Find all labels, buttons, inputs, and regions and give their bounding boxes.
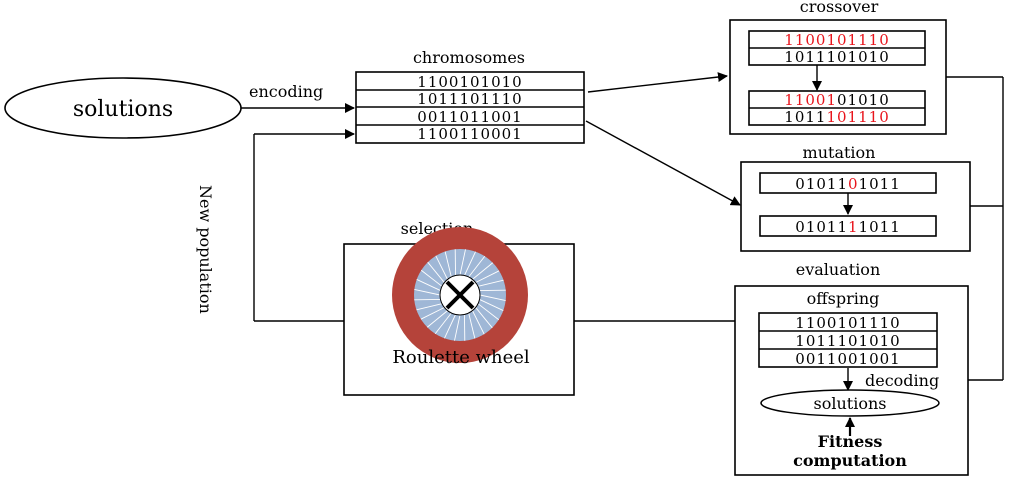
evaluation-solutions-label: solutions xyxy=(814,394,887,413)
offspring-row: 1100101110 xyxy=(795,314,900,332)
wheel-cross-line xyxy=(445,280,475,310)
chromosome-row: 1100101010 xyxy=(417,73,522,91)
fitness-label-line1: Fitness xyxy=(818,432,883,451)
wheel-spoke xyxy=(475,270,500,283)
evaluation-solutions-ellipse xyxy=(760,389,940,417)
fitness-label-line2: computation xyxy=(793,451,907,470)
wheel-spoke xyxy=(472,310,485,335)
wheel-spoke xyxy=(479,299,504,311)
wheel-spoke xyxy=(468,312,476,339)
wheel-spoke xyxy=(416,303,443,311)
offspring-label: offspring xyxy=(807,289,880,308)
wheel-spoke xyxy=(444,251,452,278)
encoding-label: encoding xyxy=(249,82,323,101)
offspring-table xyxy=(758,312,938,368)
wheel-spoke xyxy=(468,255,486,278)
decoding-label: decoding xyxy=(865,371,939,390)
wheel-spoke xyxy=(479,294,506,301)
offspring-row: 1011101010 xyxy=(795,332,900,350)
wheel-spoke xyxy=(454,314,461,341)
wheel-spoke xyxy=(444,314,456,339)
roulette-wheel-icon xyxy=(392,227,528,363)
wheel-spoke xyxy=(464,251,476,276)
chromosome-row: 1011101110 xyxy=(417,90,522,108)
wheel-spoke xyxy=(420,307,445,320)
chromosomes-title: chromosomes xyxy=(413,48,525,67)
mutation-title: mutation xyxy=(803,143,876,162)
wheel-spoke xyxy=(435,255,448,280)
wheel-spoke xyxy=(477,279,504,287)
wheel-spoke xyxy=(427,261,445,283)
crossover-after-row: 1100101010 xyxy=(784,91,889,109)
evaluation-title: evaluation xyxy=(796,260,881,279)
to-crossover-arrow xyxy=(587,72,728,93)
mutation-after-field xyxy=(759,215,937,237)
crossover-before-row: 1011101010 xyxy=(784,48,889,66)
crossover-after-row: 1011101110 xyxy=(784,108,889,126)
mutation-after-row: 0101111011 xyxy=(795,218,900,236)
wheel-spokes xyxy=(414,249,506,341)
wheel-spoke xyxy=(459,249,466,276)
mutation-before-row: 0101101011 xyxy=(795,175,900,193)
solutions-label: solutions xyxy=(73,97,173,122)
roulette-wheel-label: Roulette wheel xyxy=(392,347,530,368)
wheel-spoke xyxy=(434,312,452,335)
wheel-spoke xyxy=(475,307,493,329)
wheel-spoke xyxy=(426,310,448,328)
crossover-title: crossover xyxy=(800,0,879,16)
offspring-row: 0011001001 xyxy=(795,350,900,368)
chromosome-row: 1100110001 xyxy=(417,125,522,143)
wheel-spoke xyxy=(472,262,494,280)
to-mutation-arrow xyxy=(585,120,741,206)
wheel-spoke xyxy=(416,279,441,291)
new-population-label: New population xyxy=(196,185,215,314)
chromosome-row: 0011011001 xyxy=(417,108,522,126)
crossover-before-row: 1100101110 xyxy=(784,31,889,49)
wheel-spoke xyxy=(477,303,500,321)
wheel-spoke xyxy=(420,269,443,287)
wheel-spoke xyxy=(414,289,441,296)
